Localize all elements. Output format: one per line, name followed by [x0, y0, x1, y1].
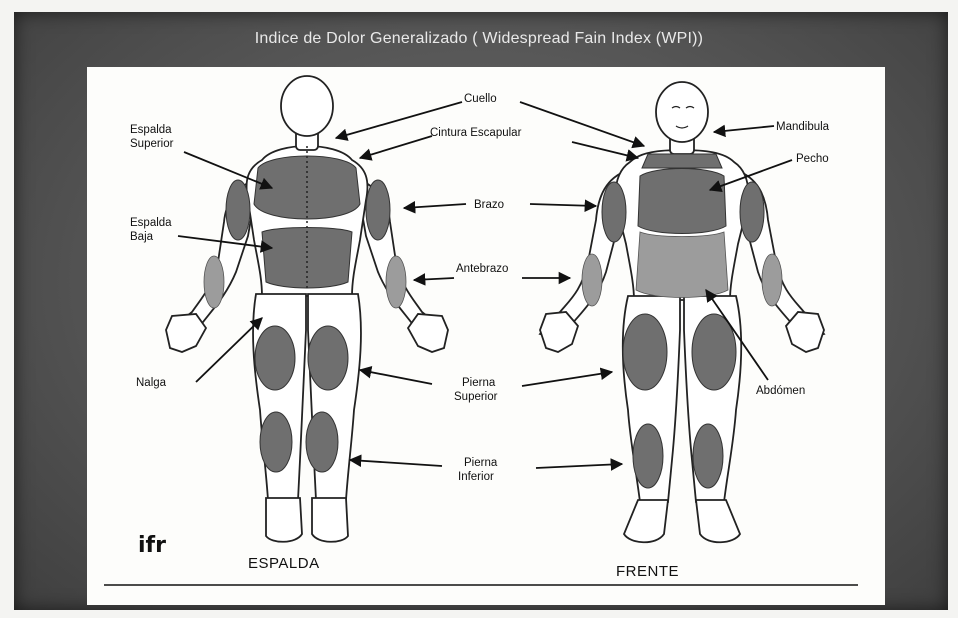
caption-espalda: ESPALDA [248, 555, 320, 572]
back-upper-arm-left-region [226, 180, 250, 240]
caption-frente: FRENTE [616, 563, 679, 580]
label-espalda-superior-line1: Espalda [130, 124, 172, 136]
back-calf-left-region [260, 412, 292, 472]
front-shin-left-region [633, 424, 663, 488]
back-forearm-right-region [386, 256, 406, 308]
label-espalda-superior-line2: Superior [130, 138, 174, 150]
label-espalda-baja-line2: Baja [130, 231, 154, 243]
label-pierna-superior-line2: Superior [454, 391, 498, 403]
front-thigh-left-region [623, 314, 667, 390]
front-shin-right-region [693, 424, 723, 488]
label-abdomen: Abdómen [756, 385, 805, 397]
front-upper-arm-left-region [602, 182, 626, 242]
label-cintura-escapular: Cintura Escapular [430, 127, 522, 139]
back-figure [166, 76, 448, 542]
shoulder-girdle-region [642, 154, 722, 168]
label-brazo: Brazo [474, 199, 504, 211]
label-pierna-superior-line1: Pierna [462, 377, 496, 389]
label-cuello: Cuello [464, 93, 497, 105]
abdomen-region [636, 232, 728, 298]
back-upper-arm-right-region [366, 180, 390, 240]
chest-region [638, 169, 726, 234]
back-thigh-right-region [308, 326, 348, 390]
front-forearm-right-region [762, 254, 782, 306]
label-mandibula: Mandibula [776, 121, 830, 133]
back-calf-right-region [306, 412, 338, 472]
label-antebrazo: Antebrazo [456, 263, 508, 275]
label-pierna-inferior-line1: Pierna [464, 457, 498, 469]
front-figure [540, 82, 824, 542]
label-pierna-inferior-line2: Inferior [458, 471, 494, 483]
back-forearm-left-region [204, 256, 224, 308]
front-forearm-left-region [582, 254, 602, 306]
ifr-logo: ifr [138, 533, 166, 558]
label-pecho: Pecho [796, 153, 829, 165]
back-thigh-left-region [255, 326, 295, 390]
front-upper-arm-right-region [740, 182, 764, 242]
label-nalga: Nalga [136, 377, 167, 389]
label-espalda-baja-line1: Espalda [130, 217, 172, 229]
